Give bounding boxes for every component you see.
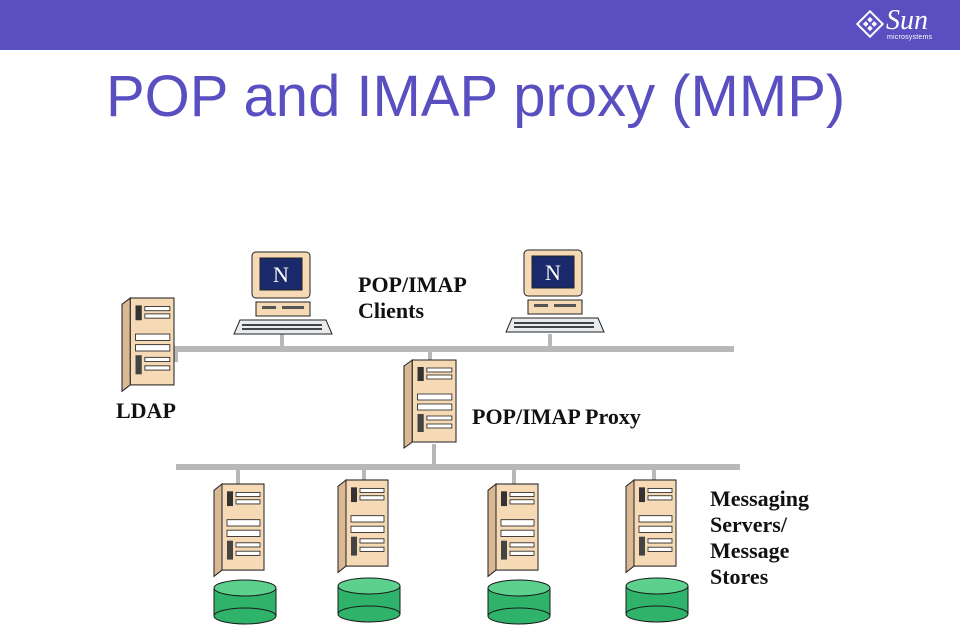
store-network-line: [176, 464, 740, 470]
store1-link: [236, 468, 240, 484]
message-store-server-icon[interactable]: [213, 483, 265, 577]
logo-word: Sun: [886, 5, 928, 36]
proxy-label: POP/IMAP Proxy: [472, 404, 641, 429]
stores-label-line: Stores: [710, 564, 769, 589]
clients-label: POP/IMAP Clients: [358, 272, 467, 324]
proxy-down-link: [432, 444, 436, 466]
store4-link: [652, 468, 656, 482]
disk-store-icon[interactable]: [625, 577, 689, 623]
client1-link: [280, 334, 284, 348]
header-bar: Sun microsystems: [0, 0, 960, 50]
clients-label-line: Clients: [358, 298, 424, 323]
sun-logo-icon: [856, 10, 884, 38]
client-workstation-icon[interactable]: N: [505, 249, 605, 333]
store2-link: [362, 468, 366, 482]
sun-logo[interactable]: Sun microsystems: [856, 6, 942, 44]
proxy-server-icon[interactable]: [403, 359, 457, 449]
disk-store-icon[interactable]: [487, 579, 551, 625]
ldap-link: [174, 346, 178, 362]
client-network-line: [176, 346, 734, 352]
logo-subtitle: microsystems: [887, 34, 933, 41]
stores-label-line: Message: [710, 538, 790, 563]
proxy-up-link: [428, 350, 432, 362]
message-store-server-icon[interactable]: [487, 483, 539, 577]
client2-link: [548, 334, 552, 348]
clients-label-line: POP/IMAP: [358, 272, 467, 297]
disk-store-icon[interactable]: [213, 579, 277, 625]
store3-link: [512, 468, 516, 484]
stores-label-line: Servers/: [710, 512, 787, 537]
slide-title: POP and IMAP proxy (MMP): [106, 64, 846, 129]
stores-label-line: Messaging: [710, 486, 809, 511]
ldap-server-icon[interactable]: [121, 297, 175, 392]
stores-label: Messaging Servers/ Message Stores: [710, 486, 809, 590]
message-store-server-icon[interactable]: [625, 479, 677, 573]
disk-store-icon[interactable]: [337, 577, 401, 623]
client-workstation-icon[interactable]: N: [233, 251, 333, 335]
monitor-letter: N: [545, 260, 561, 285]
message-store-server-icon[interactable]: [337, 479, 389, 573]
monitor-letter: N: [273, 262, 289, 287]
ldap-label: LDAP: [116, 398, 176, 423]
